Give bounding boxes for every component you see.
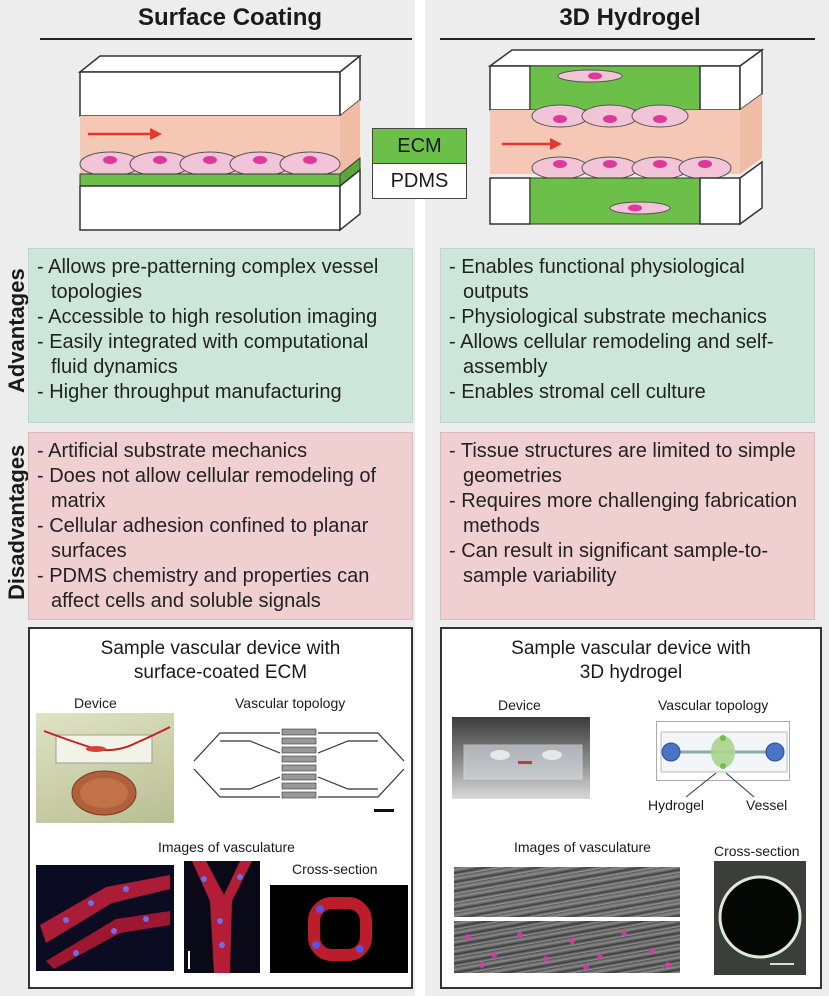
topology-callout-lines	[685, 772, 755, 798]
right-sample-title-2: 3D hydrogel	[579, 662, 683, 683]
right-disadvantage-item: - Requires more challenging fabrication …	[449, 490, 797, 537]
left-cross-section-image	[270, 885, 408, 973]
right-device-label: Device	[498, 697, 541, 713]
right-sample-title-1: Sample vascular device with	[511, 638, 751, 659]
right-topology-label: Vascular topology	[658, 697, 769, 713]
right-disadvantages-box: - Tissue structures are limited to simpl…	[440, 432, 815, 620]
right-device-photo	[452, 717, 590, 799]
left-disadvantage-item: - Does not allow cellular remodeling of …	[37, 465, 377, 512]
right-cross-section-image	[714, 861, 806, 975]
right-advantage-item: - Physiological substrate mechanics	[449, 306, 767, 328]
right-vasculature-image-bottom	[454, 921, 680, 973]
left-advantages-box: - Allows pre-patterning complex vessel t…	[28, 248, 413, 423]
left-sample-title-1: Sample vascular device with	[100, 638, 341, 659]
left-advantage-item: - Higher throughput manufacturing	[37, 381, 342, 403]
left-vasculature-image-1	[36, 865, 174, 971]
right-cross-section-label: Cross-section	[714, 843, 800, 859]
left-disadvantages-box: - Artificial substrate mechanics - Does …	[28, 432, 413, 620]
left-images-label: Images of vasculature	[158, 839, 295, 855]
left-advantage-item: - Accessible to high resolution imaging	[37, 306, 378, 328]
hydrogel-label: Hydrogel	[648, 797, 705, 813]
left-column-title: Surface Coating	[137, 4, 323, 31]
vessel-label: Vessel	[746, 797, 788, 813]
advantages-side-label: Advantages	[4, 268, 29, 393]
right-disadvantage-item: - Tissue structures are limited to simpl…	[449, 440, 796, 487]
left-cross-section-label: Cross-section	[292, 861, 378, 877]
right-advantage-item: - Allows cellular remodeling and self-as…	[449, 331, 774, 378]
right-sample-box: Sample vascular device with 3D hydrogel …	[440, 627, 822, 989]
left-topology-label: Vascular topology	[235, 695, 346, 711]
left-device-label: Device	[74, 695, 117, 711]
left-sample-box: Sample vascular device with surface-coat…	[28, 627, 413, 989]
left-topology-image	[190, 713, 408, 823]
left-disadvantage-item: - Cellular adhesion confined to planar s…	[37, 515, 369, 562]
right-column-title: 3D Hydrogel	[559, 4, 701, 31]
disadvantages-side-label: Disadvantages	[4, 444, 29, 600]
left-advantage-item: - Easily integrated with computational f…	[37, 331, 369, 378]
right-title-rule	[440, 38, 815, 40]
legend-pdms: PDMS	[372, 163, 467, 199]
right-disadvantage-item: - Can result in significant sample-to-sa…	[449, 540, 769, 587]
surface-coating-schematic	[77, 54, 363, 232]
left-device-photo	[36, 713, 174, 823]
legend-ecm: ECM	[372, 128, 467, 164]
left-title-rule	[40, 38, 412, 40]
left-advantage-item: - Allows pre-patterning complex vessel t…	[37, 256, 379, 303]
left-sample-title-2: surface-coated ECM	[133, 662, 308, 683]
right-vasculature-image-top	[454, 867, 680, 917]
left-disadvantage-item: - Artificial substrate mechanics	[37, 440, 308, 462]
right-advantage-item: - Enables stromal cell culture	[449, 381, 706, 403]
right-advantage-item: - Enables functional physiological outpu…	[449, 256, 745, 303]
hydrogel-schematic	[487, 48, 765, 226]
right-images-label: Images of vasculature	[514, 839, 651, 855]
left-disadvantage-item: - PDMS chemistry and properties can affe…	[37, 565, 370, 612]
left-vasculature-image-2	[184, 861, 260, 973]
right-topology-image	[656, 721, 790, 781]
right-advantages-box: - Enables functional physiological outpu…	[440, 248, 815, 423]
